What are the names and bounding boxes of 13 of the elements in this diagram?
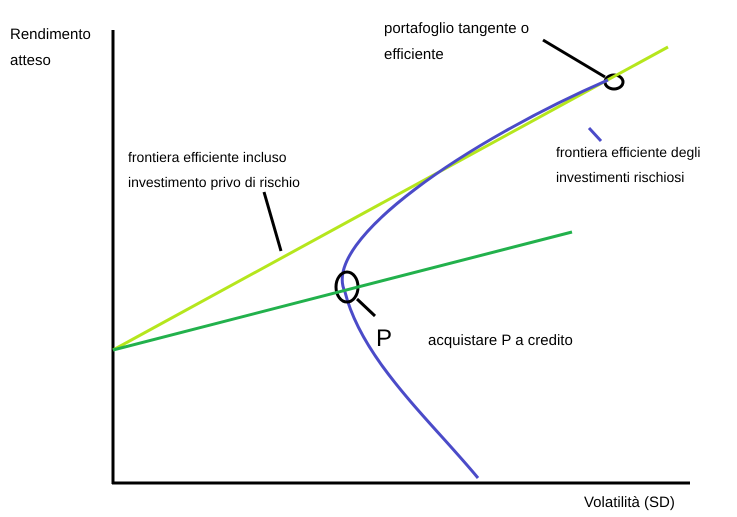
leader-line xyxy=(588,126,602,142)
annotation-text: portafoglio tangente o efficiente xyxy=(384,16,574,68)
leader-line xyxy=(356,298,376,318)
highlight-circle xyxy=(604,74,624,90)
chart-label: Rendimento atteso xyxy=(10,25,92,72)
annotation-text: P xyxy=(376,318,400,360)
annotation-text: frontiera efficiente incluso investimento privo di rischio xyxy=(128,145,303,194)
leader-line xyxy=(262,192,282,252)
highlight-circle xyxy=(334,270,360,304)
chart-label: acquistare P a credito xyxy=(428,331,574,351)
chart-label: Volatilità (SD) xyxy=(584,493,676,513)
leader-line xyxy=(542,38,606,78)
annotation-text: frontiera efficiente degli investimenti rischiosi xyxy=(556,140,726,189)
